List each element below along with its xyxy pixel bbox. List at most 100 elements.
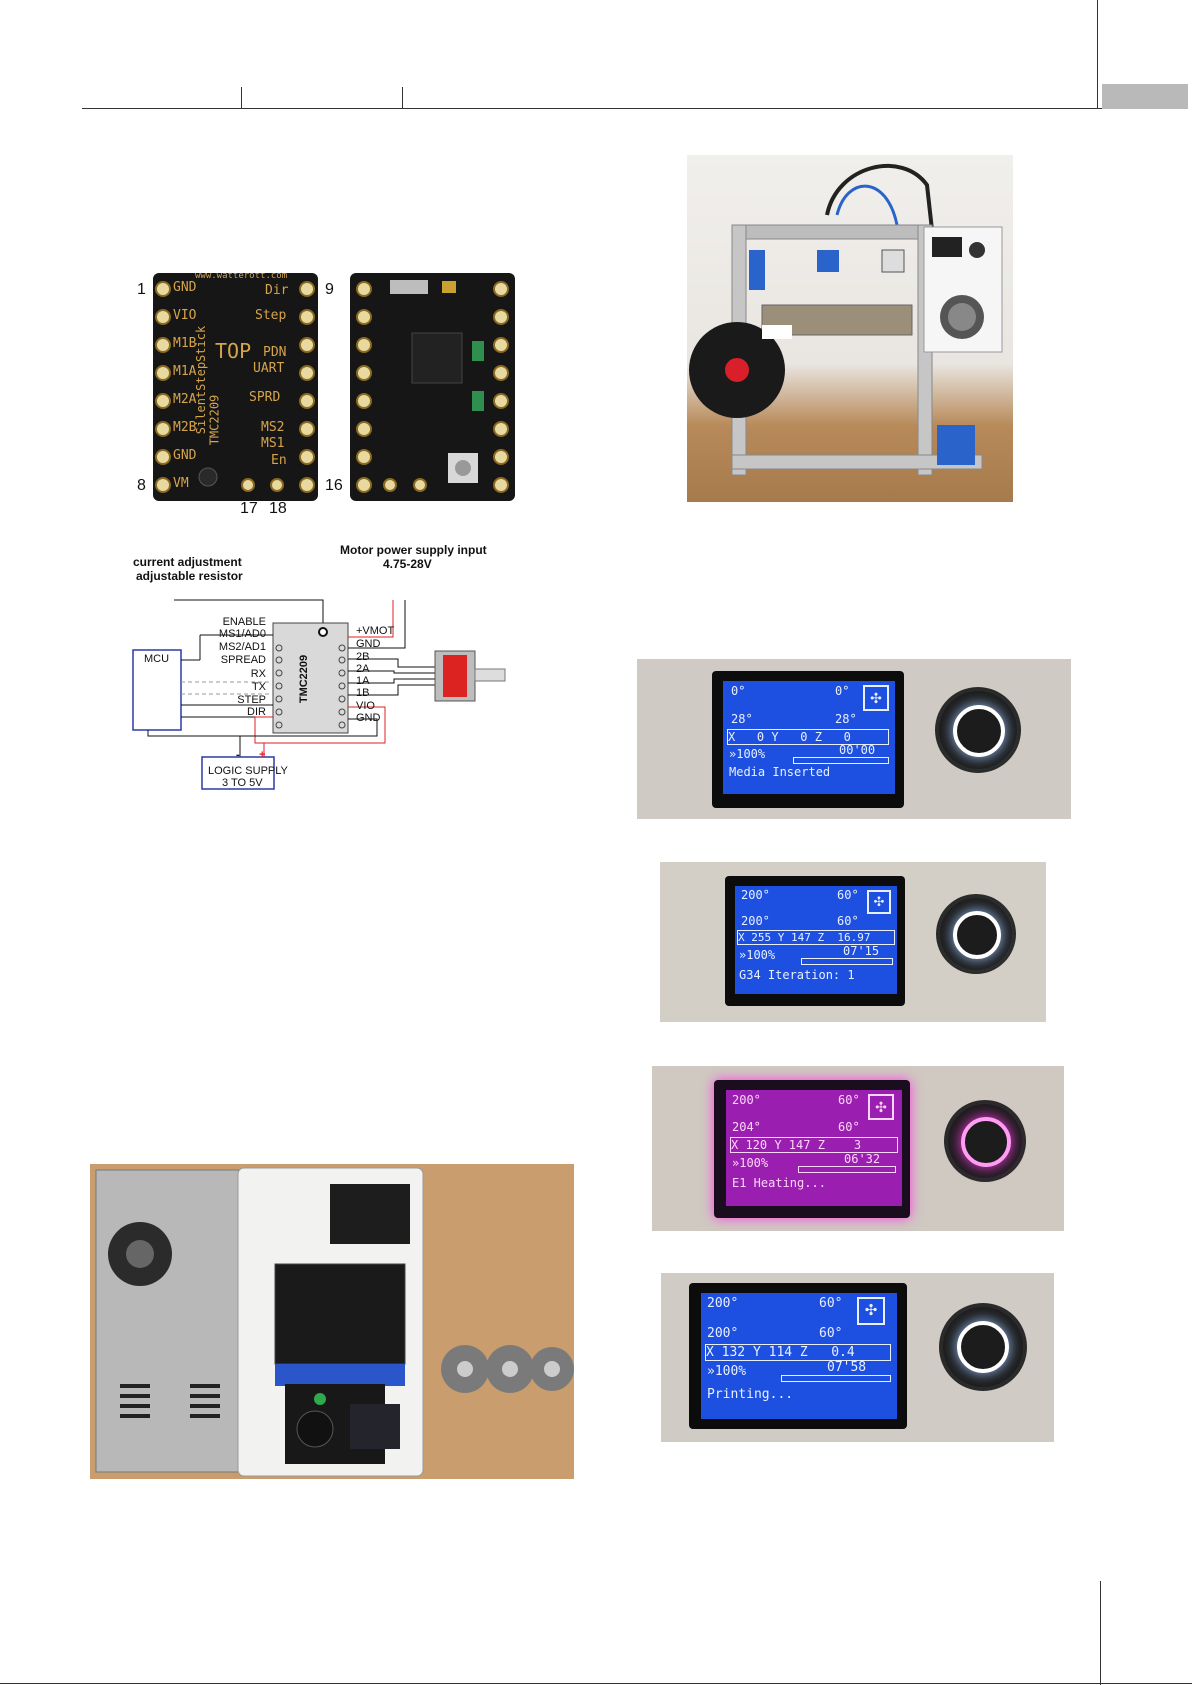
lcd1-temp1: 0° <box>731 684 746 698</box>
lcd4-knob-icon[interactable] <box>943 1307 1023 1387</box>
logic-plus: + <box>259 749 266 761</box>
lcd4-temp1: 200° <box>707 1296 739 1311</box>
front-pin-left-3: M1B <box>173 336 197 351</box>
front-pin-right-7: MS1 <box>261 436 285 451</box>
chip-label: TMC2209 <box>298 654 311 704</box>
pin-number-18: 18 <box>269 500 287 517</box>
header-tab-block <box>1102 84 1188 109</box>
lcd4-time: 07'58 <box>827 1360 867 1375</box>
lcd1-knob-icon[interactable] <box>939 691 1017 769</box>
lcd3-fan-icon: ✣ <box>868 1094 894 1120</box>
mcu-label: MCU <box>144 653 170 665</box>
schematic-left-pin-2: MS1/AD0 <box>218 628 266 640</box>
lcd4-position: X 132 Y 114 Z 0.4 <box>705 1344 891 1361</box>
front-pin-left-7: GND <box>173 448 197 463</box>
lcd-screen-4: 200° 60° 200° 60° ✣ X 132 Y 114 Z 0.4 »1… <box>701 1293 897 1419</box>
lcd3-position: X 120 Y 147 Z 3 <box>730 1137 898 1153</box>
lcd2-progress-bar <box>801 958 893 965</box>
schematic-left-pin-5: RX <box>250 668 266 680</box>
lcd4-target1: 200° <box>707 1326 739 1341</box>
driver-board-front-art <box>155 281 315 493</box>
schematic-right-pin-7: VIO <box>356 700 375 712</box>
lcd-screen-1: 0° 0° 28° 28° ✣ X 0 Y 0 Z 0 »100% 00'00 … <box>723 681 895 794</box>
lcd3-temp1: 200° <box>732 1093 761 1107</box>
schematic-left-pin-4: SPREAD <box>220 654 266 666</box>
motor-supply-label-2: 4.75-28V <box>383 557 432 571</box>
front-pin-left-6: M2B <box>173 420 197 435</box>
lcd1-time: 00'00 <box>839 743 876 757</box>
motor-supply-label-1: Motor power supply input <box>340 543 487 557</box>
lcd3-progress-bar <box>798 1166 896 1173</box>
schematic-left-pin-7: STEP <box>237 694 266 706</box>
pin-number-1: 1 <box>137 281 146 298</box>
lcd1-percent: »100% <box>729 747 766 761</box>
schematic-right-pin-8: GND <box>356 712 381 724</box>
front-pin-left-2: VIO <box>173 308 197 323</box>
header-vertical-rule <box>1097 0 1098 109</box>
front-pin-left-1: GND <box>173 280 197 295</box>
lcd3-status: E1 Heating... <box>732 1176 826 1190</box>
lcd4-target2: 60° <box>819 1326 843 1341</box>
lcd2-position: X 255 Y 147 Z 16.97 <box>737 930 895 945</box>
schematic-right-pin-4: 2A <box>356 663 370 675</box>
lcd-photo-1: 0° 0° 28° 28° ✣ X 0 Y 0 Z 0 »100% 00'00 … <box>637 659 1071 819</box>
lcd1-progress-bar <box>793 757 889 764</box>
lcd1-status: Media Inserted <box>729 765 831 779</box>
lcd1-target2: 28° <box>835 712 857 726</box>
lcd2-temp1: 200° <box>741 888 770 902</box>
lcd-photo-4: 200° 60° 200° 60° ✣ X 132 Y 114 Z 0.4 »1… <box>661 1273 1054 1442</box>
brand-top: TOP <box>215 339 252 363</box>
lcd-screen-2: 200° 60° 200° 60° ✣ X 255 Y 147 Z 16.97 … <box>735 886 897 994</box>
electronics-art <box>95 1167 574 1477</box>
lcd4-temp2: 60° <box>819 1296 843 1311</box>
lcd4-progress-bar <box>781 1375 891 1382</box>
lcd4-percent: »100% <box>707 1364 747 1379</box>
driver-board-front-photo: GND VIO M1B M1A M2A M2B GND VM Dir Step … <box>153 273 318 501</box>
front-pin-right-1: Dir <box>265 283 289 298</box>
schematic-right-pin-6: 1B <box>356 687 370 699</box>
lcd-screen-3: 200° 60° 204° 60° ✣ X 120 Y 147 Z 3 »100… <box>726 1090 902 1206</box>
front-pin-left-8: VM <box>173 476 189 491</box>
pin-number-17: 17 <box>240 500 258 517</box>
lcd1-temp2: 0° <box>835 684 850 698</box>
schematic-left-pin-3: MS2/AD1 <box>218 641 266 653</box>
lcd3-knob-icon[interactable] <box>948 1104 1022 1178</box>
pin-number-8: 8 <box>137 477 146 494</box>
electronics-layout-photo <box>90 1164 574 1479</box>
lcd-photo-2: 200° 60° 200° 60° ✣ X 255 Y 147 Z 16.97 … <box>660 862 1046 1022</box>
pin-number-16: 16 <box>325 477 343 494</box>
front-pin-right-4: UART <box>253 361 285 376</box>
front-pin-right-2: Step <box>255 308 287 323</box>
lcd2-target1: 200° <box>741 914 770 928</box>
schematic-lines <box>132 599 506 790</box>
lcd2-knob-icon[interactable] <box>940 898 1012 970</box>
schematic-left-pin-6: TX <box>251 681 266 693</box>
front-pin-right-6: MS2 <box>261 420 285 435</box>
driver-board-back-art <box>356 280 509 493</box>
resistor-label-1: current adjustment <box>133 555 242 569</box>
driver-board-back-photo <box>350 273 515 501</box>
lcd-photo-3: 200° 60° 204° 60° ✣ X 120 Y 147 Z 3 »100… <box>652 1066 1064 1231</box>
footer-rule <box>0 1683 1192 1684</box>
printer-art <box>689 163 1003 476</box>
lcd1-target1: 28° <box>731 712 753 726</box>
brand-url: www.watterott.com <box>195 273 288 281</box>
lcd2-time: 07'15 <box>843 944 880 958</box>
header-tick-1 <box>241 87 242 108</box>
header-tick-2 <box>402 87 403 108</box>
lcd4-status: Printing... <box>707 1387 794 1402</box>
lcd3-time: 06'32 <box>844 1152 881 1166</box>
front-pin-left-4: M1A <box>173 364 197 379</box>
lcd3-temp2: 60° <box>838 1093 860 1107</box>
schematic-left-pin-1: ENABLE <box>222 616 266 628</box>
footer-vertical-rule <box>1100 1581 1101 1685</box>
lcd2-percent: »100% <box>739 948 776 962</box>
wiring-schematic: current adjustment adjustable resistor M… <box>130 543 540 800</box>
schematic-right-pin-2: GND <box>356 638 381 650</box>
front-pin-right-8: En <box>271 453 287 468</box>
lcd2-target2: 60° <box>837 914 859 928</box>
lcd3-percent: »100% <box>732 1156 769 1170</box>
lcd3-target2: 60° <box>838 1120 860 1134</box>
resistor-label-2: adjustable resistor <box>136 569 243 583</box>
front-pin-right-5: SPRD <box>249 390 281 405</box>
